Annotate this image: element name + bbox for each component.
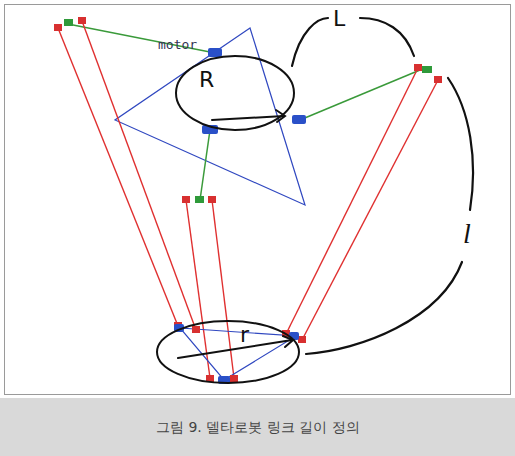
ellipse-outline xyxy=(175,55,295,131)
link-length-label: L xyxy=(333,8,345,30)
link-length-label: l xyxy=(463,220,471,248)
figure-caption: 그림 9. 델타로봇 링크 길이 정의 xyxy=(156,420,360,434)
radius-label: R xyxy=(199,69,214,91)
bottom-platform-ellipse: r xyxy=(156,320,300,384)
top-platform-ellipse: R xyxy=(175,55,295,131)
radius-label: r xyxy=(240,324,249,346)
ellipse-outline xyxy=(156,320,300,384)
motor-label: motor xyxy=(158,38,197,51)
